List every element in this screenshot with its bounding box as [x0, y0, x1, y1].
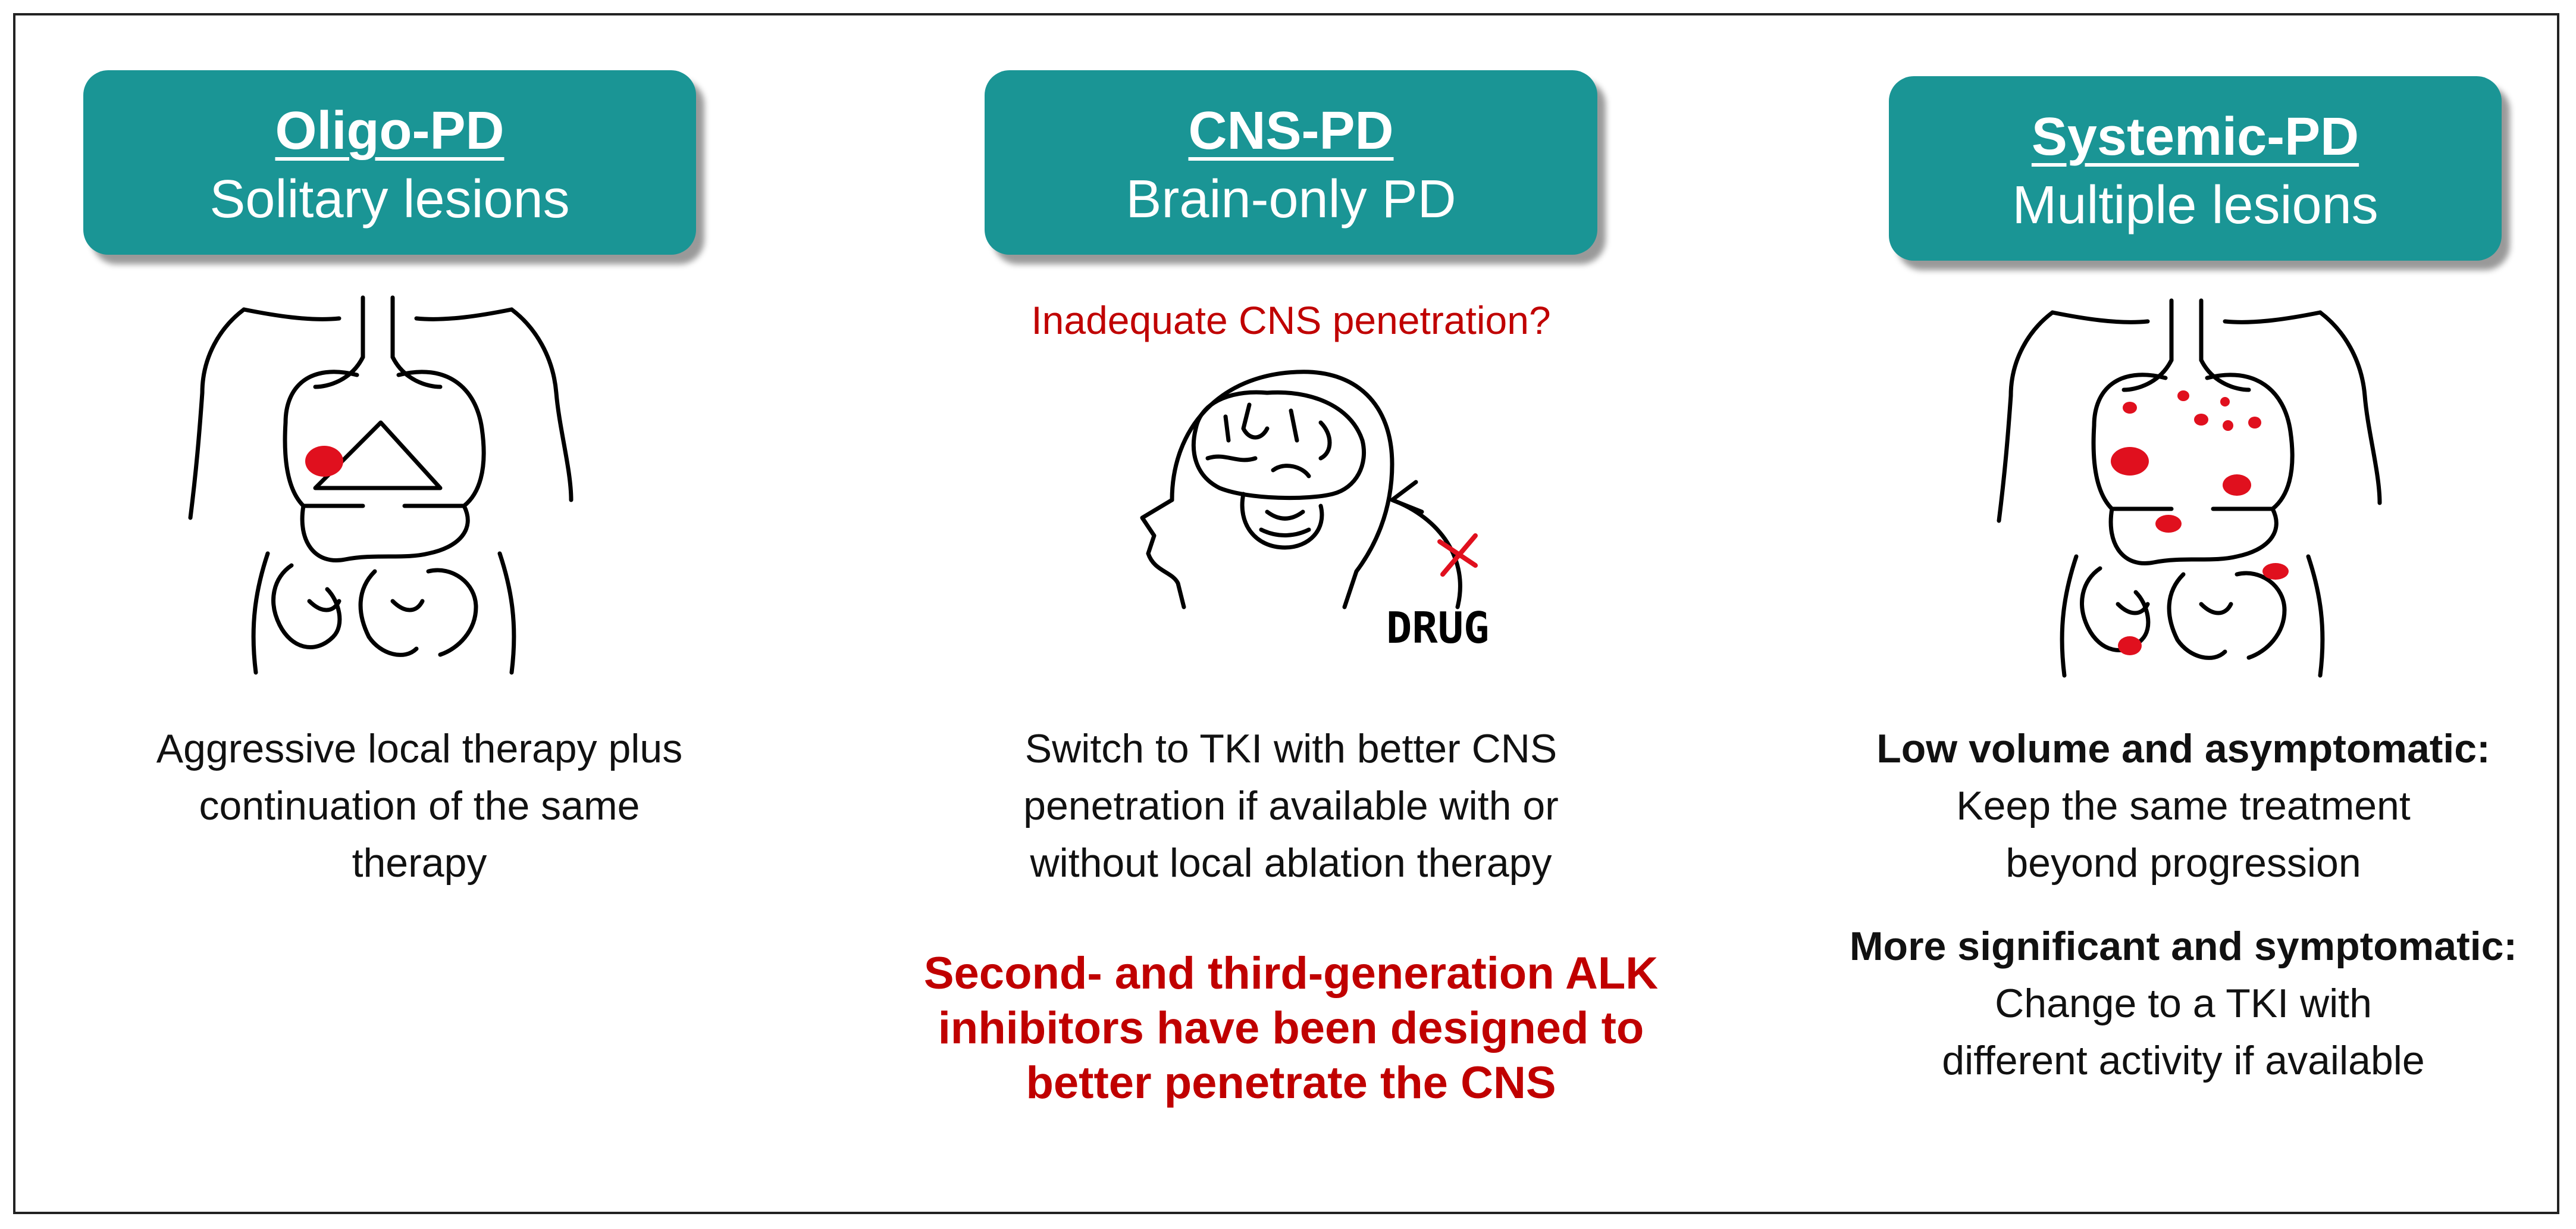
- desc-line: without local ablation therapy: [1030, 840, 1552, 886]
- brain-head-icon: [1140, 370, 1394, 609]
- panel-title: Systemic-PD: [2031, 107, 2359, 167]
- panel-subtitle: Brain-only PD: [1126, 170, 1456, 229]
- group-heading: Low volume and asymptomatic:: [1876, 726, 2490, 771]
- desc-line: continuation of the same: [199, 783, 640, 828]
- panel-title: CNS-PD: [1188, 101, 1394, 161]
- oligo-description: Aggressive local therapy plus continuati…: [83, 720, 756, 892]
- group-heading: More significant and symptomatic:: [1849, 924, 2518, 969]
- figure-frame: [13, 13, 2559, 1214]
- desc-line: penetration if available with or: [1023, 783, 1559, 828]
- alk-inhibitor-highlight: Second- and third-generation ALK inhibit…: [892, 946, 1690, 1111]
- panel-subtitle: Solitary lesions: [209, 170, 570, 229]
- header-systemic: Systemic-PD Multiple lesions: [1889, 76, 2502, 261]
- group-line: different activity if available: [1942, 1038, 2425, 1083]
- panel-title: Oligo-PD: [275, 101, 504, 161]
- highlight-line: Second- and third-generation ALK: [923, 948, 1659, 999]
- header-oligo: Oligo-PD Solitary lesions: [83, 70, 696, 255]
- group-line: beyond progression: [2005, 840, 2361, 886]
- header-cns: CNS-PD Brain-only PD: [985, 70, 1597, 255]
- cns-description: Switch to TKI with better CNS penetratio…: [952, 720, 1630, 892]
- highlight-line: inhibitors have been designed to: [938, 1003, 1644, 1053]
- desc-line: Switch to TKI with better CNS: [1024, 726, 1557, 771]
- drug-label: DRUG: [1386, 603, 1489, 653]
- systemic-description: Low volume and asymptomatic: Keep the sa…: [1809, 720, 2558, 1089]
- cns-penetration-note: Inadequate CNS penetration?: [1031, 298, 1551, 342]
- desc-line: therapy: [352, 840, 487, 886]
- torso-outline-icon: [1997, 298, 2382, 678]
- highlight-line: better penetrate the CNS: [1026, 1058, 1556, 1108]
- desc-line: Aggressive local therapy plus: [156, 726, 683, 771]
- panel-subtitle: Multiple lesions: [2012, 176, 2378, 235]
- group-line: Keep the same treatment: [1956, 783, 2411, 828]
- torso-outline-icon: [188, 295, 574, 675]
- group-line: Change to a TKI with: [1995, 981, 2372, 1026]
- drug-arrow-icon: DRUG: [1386, 480, 1489, 653]
